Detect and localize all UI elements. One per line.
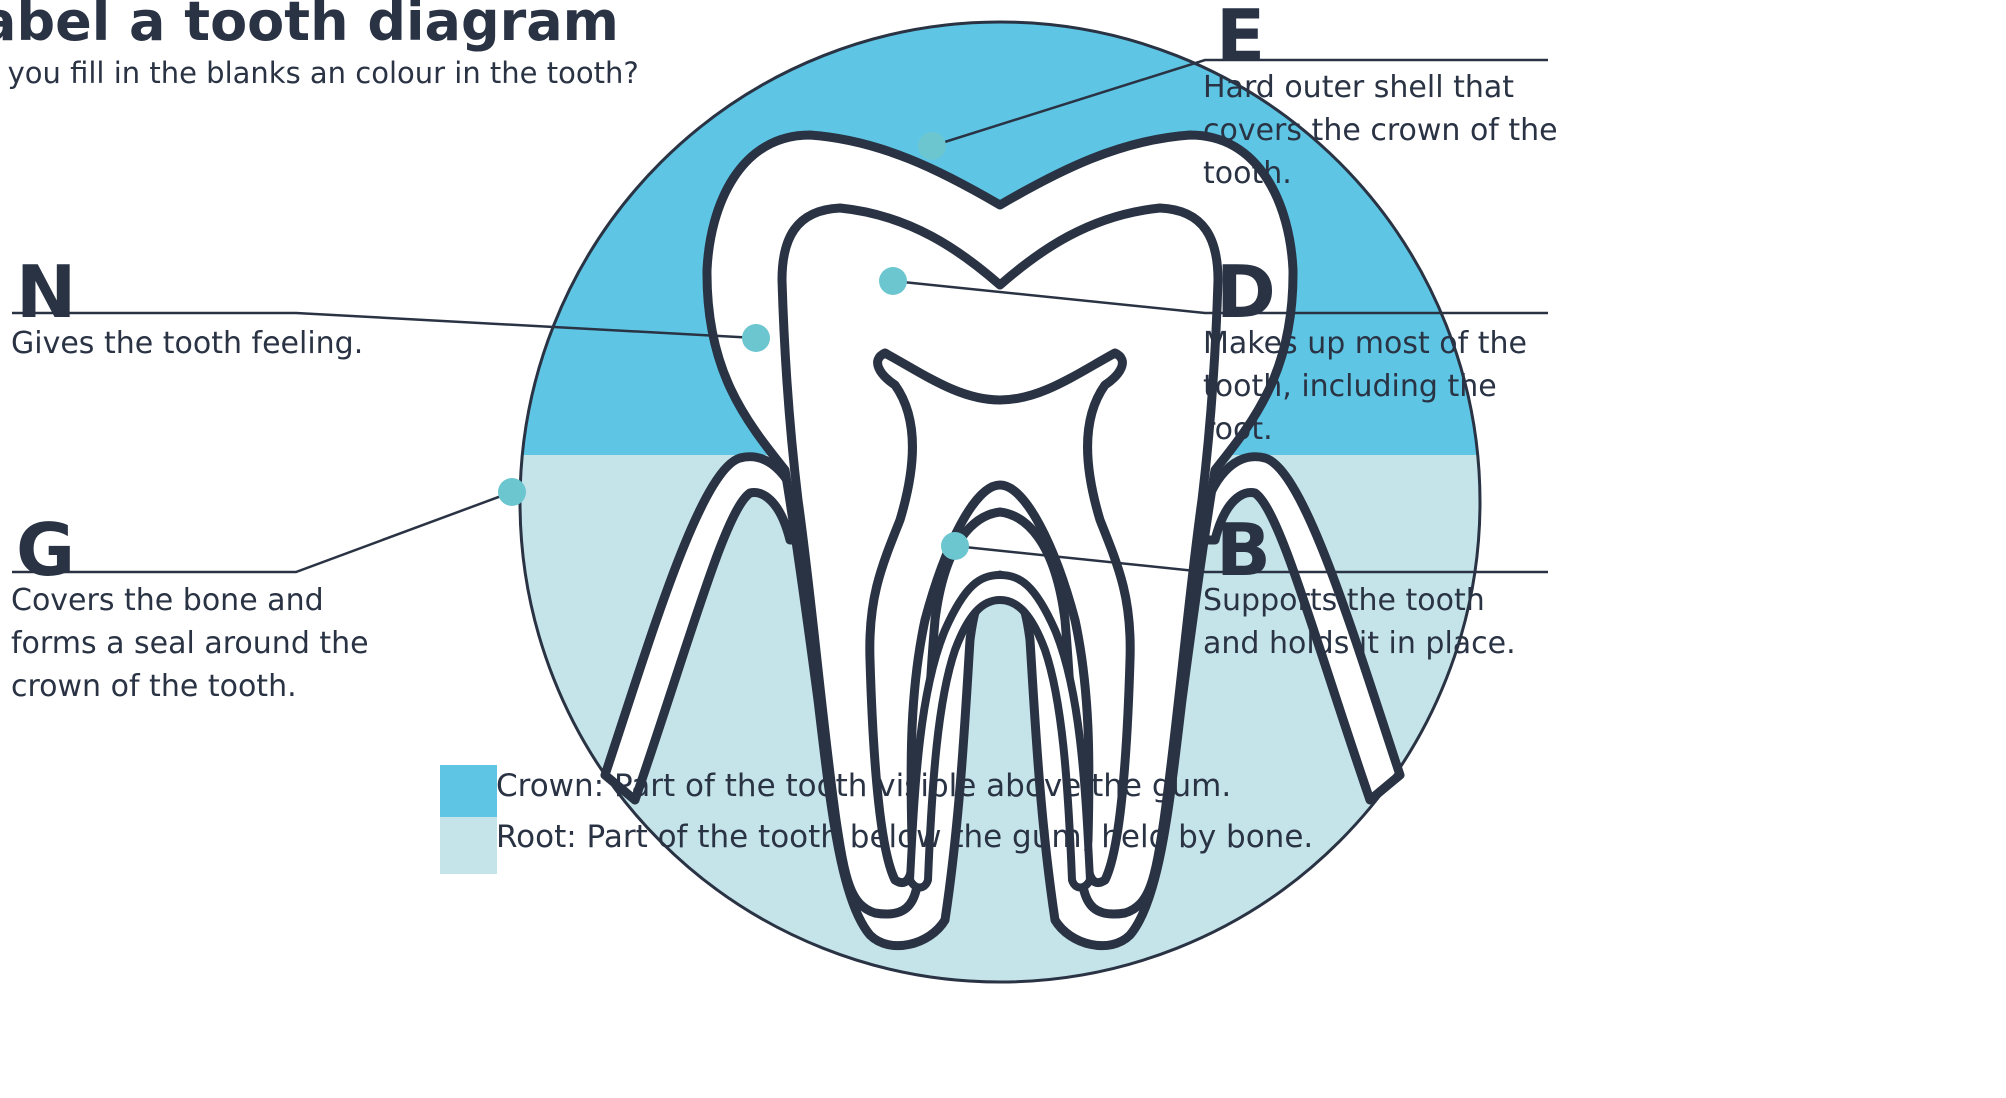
label-letter-B: B — [1216, 514, 1271, 586]
leader-line-G — [12, 492, 512, 572]
legend-swatch-crown — [440, 765, 497, 822]
marker-D — [879, 267, 907, 295]
label-description-D: Makes up most of the tooth, including th… — [1203, 322, 1543, 451]
marker-B — [941, 532, 969, 560]
legend-text-root: Root: Part of the tooth below the gum, h… — [496, 819, 1313, 855]
label-letter-E: E — [1216, 0, 1265, 72]
label-letter-G: G — [16, 514, 75, 586]
legend-swatch-root — [440, 817, 497, 874]
marker-G — [498, 478, 526, 506]
label-description-N: Gives the tooth feeling. — [11, 322, 411, 365]
marker-N — [742, 324, 770, 352]
label-letter-N: N — [16, 256, 76, 328]
label-description-B: Supports the tooth and holds it in place… — [1203, 579, 1523, 665]
label-letter-D: D — [1216, 256, 1276, 328]
marker-E — [918, 132, 946, 160]
label-description-E: Hard outer shell that covers the crown o… — [1203, 66, 1563, 195]
label-description-G: Covers the bone and forms a seal around … — [11, 579, 371, 708]
page-title: abel a tooth diagram — [0, 0, 619, 53]
page-subtitle: n you fill in the blanks an colour in th… — [0, 56, 639, 90]
legend-text-crown: Crown: Part of the tooth visible above t… — [496, 768, 1231, 804]
